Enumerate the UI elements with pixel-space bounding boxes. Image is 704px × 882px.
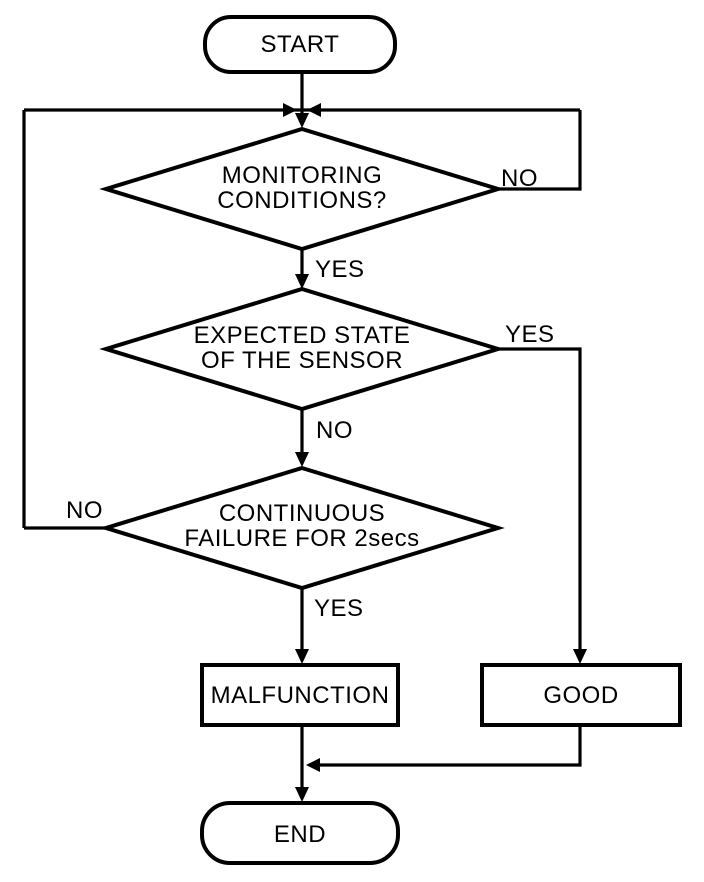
good-shape xyxy=(480,663,682,727)
edge-good-to-end xyxy=(309,725,582,767)
arrowhead-good-join-icon xyxy=(306,758,320,772)
monitoring-conditions-shape xyxy=(99,126,505,252)
arrowhead-into-end-icon xyxy=(295,787,309,802)
arrowhead-into-expected-icon xyxy=(295,274,309,289)
continuous-failure-label-line2: FAILURE FOR 2secs xyxy=(184,525,419,552)
edge-label-monitoring-no: NO xyxy=(501,165,538,192)
end-shape xyxy=(200,801,400,865)
good-label: GOOD xyxy=(543,682,618,709)
node-end: END xyxy=(200,801,400,865)
edge-label-continuous-yes: YES xyxy=(314,595,364,622)
start-label: START xyxy=(261,31,340,58)
node-expected-state: EXPECTED STATE OF THE SENSOR xyxy=(99,286,505,412)
arrowhead-into-good-icon xyxy=(573,649,587,664)
edge-continuous-no-loop xyxy=(22,110,106,530)
node-good: GOOD xyxy=(480,663,682,727)
edge-expected-yes xyxy=(498,347,582,660)
node-continuous-failure: CONTINUOUS FAILURE FOR 2secs xyxy=(99,465,505,591)
expected-state-label-line2: OF THE SENSOR xyxy=(201,347,403,374)
edge-label-expected-no: NO xyxy=(316,417,353,444)
edge-label-continuous-no: NO xyxy=(66,497,103,524)
continuous-failure-label-line1: CONTINUOUS xyxy=(219,500,385,527)
edge-monitoring-no-loop xyxy=(498,110,582,191)
continuous-failure-shape xyxy=(99,465,505,591)
arrowhead-junction-from-left-icon xyxy=(283,103,297,117)
expected-state-label-line1: EXPECTED STATE xyxy=(194,322,411,349)
malfunction-label: MALFUNCTION xyxy=(211,682,390,709)
node-malfunction: MALFUNCTION xyxy=(200,663,400,727)
arrowhead-into-monitoring-icon xyxy=(295,113,309,128)
node-start: START xyxy=(203,15,397,74)
arrowhead-into-malfunction-icon xyxy=(295,649,309,664)
end-label: END xyxy=(274,821,326,848)
node-monitoring-conditions: MONITORING CONDITIONS? xyxy=(99,126,505,252)
monitoring-conditions-label-line1: MONITORING xyxy=(222,162,383,189)
edge-label-expected-yes: YES xyxy=(505,321,555,348)
arrowhead-junction-from-right-icon xyxy=(307,103,321,117)
monitoring-conditions-label-line2: CONDITIONS? xyxy=(217,187,387,214)
edge-label-monitoring-yes: YES xyxy=(315,256,365,283)
start-shape xyxy=(203,15,397,74)
expected-state-shape xyxy=(99,286,505,412)
malfunction-shape xyxy=(200,663,400,727)
arrowhead-into-continuous-icon xyxy=(295,452,309,467)
